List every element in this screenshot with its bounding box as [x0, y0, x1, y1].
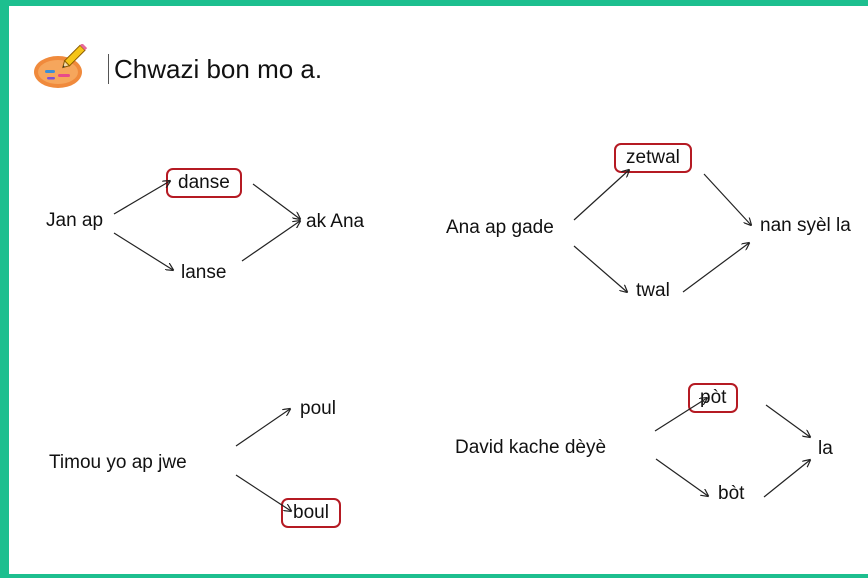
arrow-2-to-bottom	[573, 245, 627, 292]
arrow-2-to-top	[573, 170, 629, 221]
text-cursor	[108, 54, 109, 84]
exercise-2-ending: nan syèl la	[760, 215, 851, 236]
exercise-1-ending: ak Ana	[306, 211, 365, 232]
exercise-3-option-bottom-selected[interactable]: boul	[281, 498, 341, 528]
exercise-3-subject: Timou yo ap jwe	[49, 452, 187, 473]
arrow-4-top-to-end	[765, 404, 810, 437]
arrow-4-to-bottom	[655, 458, 708, 496]
arrow-3-to-bottom	[235, 474, 291, 511]
arrow-1-top-to-end	[252, 183, 300, 219]
exercise-2-option-top-selected[interactable]: zetwal	[614, 143, 692, 173]
arrow-2-bottom-to-end	[682, 243, 749, 293]
exercise-4-ending: la	[818, 438, 833, 459]
exercise-2-subject: Ana ap gade	[446, 217, 554, 238]
exercise-4-option-bottom[interactable]: bòt	[718, 483, 745, 504]
instruction-text: Chwazi bon mo a.	[114, 54, 323, 84]
pencil-paper-icon	[34, 44, 88, 88]
arrow-1-to-bottom	[113, 232, 173, 270]
exercise-1-option-bottom[interactable]: lanse	[181, 262, 227, 283]
arrow-1-to-top	[113, 181, 170, 215]
exercise-1-subject: Jan ap	[46, 210, 104, 231]
arrow-2-top-to-end	[703, 173, 751, 225]
arrow-4-bottom-to-end	[763, 460, 810, 498]
arrow-1-bottom-to-end	[241, 221, 300, 262]
exercise-3-option-top[interactable]: poul	[300, 398, 336, 419]
arrow-3-to-top	[235, 409, 290, 447]
arrow-4-to-top	[654, 398, 707, 432]
exercise-4-subject: David kache dèyè	[455, 437, 607, 458]
exercise-2-option-bottom[interactable]: twal	[636, 280, 670, 301]
